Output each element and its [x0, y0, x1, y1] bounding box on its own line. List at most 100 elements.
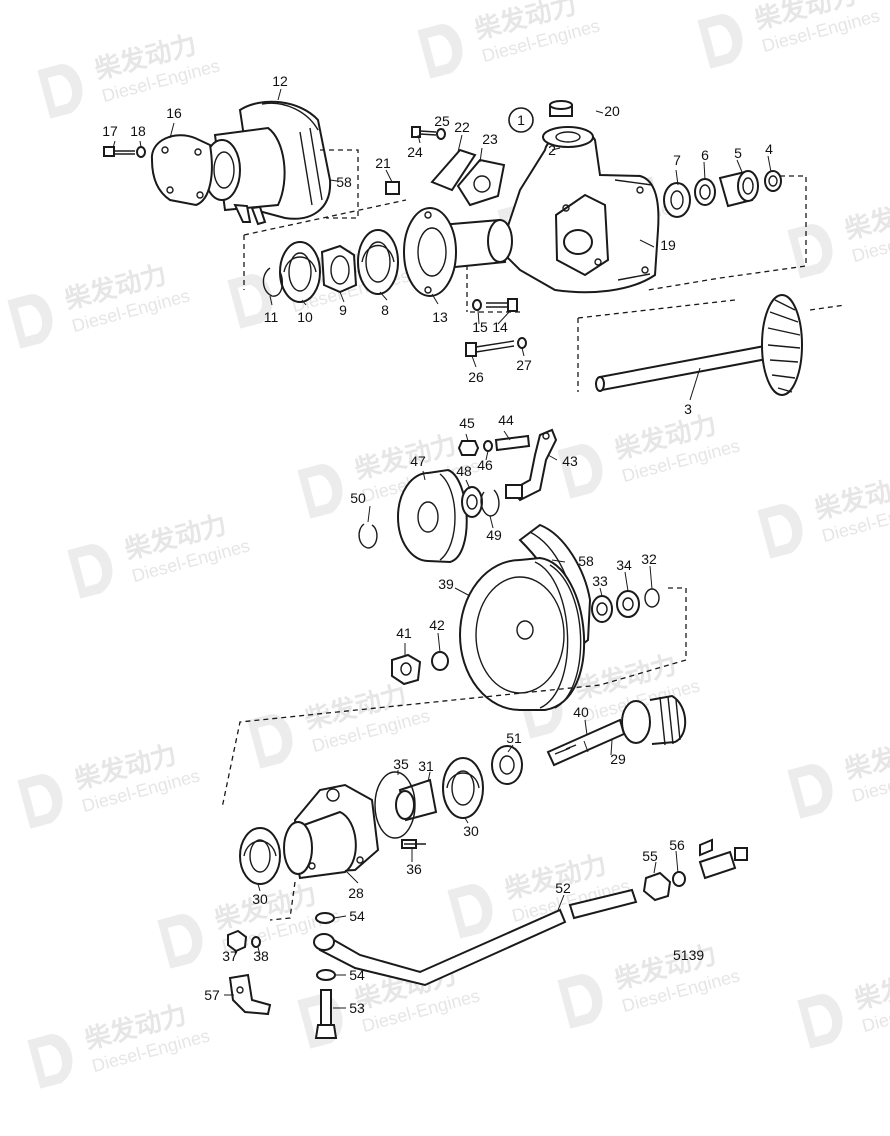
sleeve-part-31 [395, 778, 438, 822]
callout-54: 54 [349, 908, 365, 924]
bolt-part-17 [103, 146, 135, 157]
bearing-frame [243, 199, 407, 290]
watermark-logo-icon [447, 884, 493, 939]
seal-part-34 [616, 590, 640, 618]
shaft-hub-part-13 [403, 207, 513, 297]
bearing-part-8 [357, 229, 399, 295]
nut-part-37 [227, 929, 248, 953]
callout-34: 34 [616, 557, 632, 573]
bolt-part-24 [411, 126, 437, 138]
callout-52: 52 [555, 880, 571, 896]
o-ring-part-35 [374, 771, 416, 839]
callout-35: 35 [393, 756, 409, 772]
watermark-logo-icon [557, 444, 603, 499]
nut-part-45 [457, 440, 480, 456]
callout-20: 20 [604, 103, 620, 119]
callout-28: 28 [348, 885, 364, 901]
group-number: 1 [517, 112, 525, 128]
washer-part-54-lower [316, 969, 336, 981]
bearing-part-48 [461, 486, 483, 518]
callout-27: 27 [516, 357, 532, 373]
washer-part-54-upper [315, 912, 335, 924]
bolt-part-53 [314, 989, 338, 1039]
callout-58: 58 [578, 553, 594, 569]
watermark-logo-icon [297, 464, 343, 519]
callout-8: 8 [381, 302, 389, 318]
callout-31: 31 [418, 758, 434, 774]
drawing-number: 5139 [673, 947, 704, 963]
callout-36: 36 [406, 861, 422, 877]
watermark-logo-icon [787, 764, 833, 819]
watermark-logo-icon [157, 914, 203, 969]
callout-55: 55 [642, 848, 658, 864]
watermark-logo-icon [557, 974, 603, 1029]
callout-23: 23 [482, 131, 498, 147]
circlip-part-50 [358, 523, 378, 549]
watermark-logo-icon [227, 274, 273, 329]
pump-body-part-2 [498, 126, 660, 294]
pulley-housing-part-12 [203, 100, 332, 226]
callout-47: 47 [410, 453, 426, 469]
gasket-part-23 [456, 158, 506, 207]
callout-5: 5 [734, 145, 742, 161]
ring-part-4 [764, 170, 782, 192]
callout-38: 38 [253, 948, 269, 964]
circlip-part-11 [262, 267, 284, 297]
nut-part-41 [391, 653, 422, 686]
washer-part-27 [517, 337, 527, 349]
callout-43: 43 [562, 453, 578, 469]
o-ring-part-32 [644, 588, 660, 608]
seal-frame [647, 175, 807, 291]
callout-11: 11 [264, 309, 279, 325]
pulley-part-47 [397, 468, 468, 564]
callout-45: 45 [459, 415, 475, 431]
callout-46: 46 [477, 457, 493, 473]
callout-37: 37 [222, 948, 238, 964]
callout-22: 22 [454, 119, 470, 135]
watermark-logo-icon [37, 64, 83, 119]
callout-25: 25 [434, 113, 450, 129]
tensioner-assembly [358, 428, 558, 564]
plug-part-21 [385, 181, 400, 195]
callout-42: 42 [429, 617, 445, 633]
bracket-part-57 [228, 973, 272, 1016]
watermark-brand: 柴发动力 [851, 959, 890, 1016]
callout-19: 19 [660, 237, 676, 253]
axle-pin [505, 484, 523, 499]
watermark-logo-icon [697, 14, 743, 69]
callout-30: 30 [463, 823, 479, 839]
callout-50: 50 [350, 490, 366, 506]
ball-joint [698, 838, 748, 880]
drive-assembly [227, 694, 687, 953]
callout-29: 29 [610, 751, 626, 767]
callout-49: 49 [486, 527, 502, 543]
washer-part-15 [472, 299, 482, 311]
callout-26: 26 [468, 369, 484, 385]
pulley-part-39 [459, 556, 586, 711]
seal-part-5 [718, 170, 759, 208]
linkage-assembly [228, 838, 748, 1039]
callout-44: 44 [498, 412, 514, 428]
callout-10: 10 [297, 309, 313, 325]
bearing-part-30-lower [239, 827, 281, 885]
callout-30: 30 [252, 891, 268, 907]
washer-part-18 [136, 146, 146, 158]
watermark-logo-icon [797, 994, 843, 1049]
callout-39: 39 [438, 576, 454, 592]
seal-part-6 [694, 178, 716, 206]
watermark-logo-icon [417, 24, 463, 79]
washer-part-42 [431, 651, 449, 671]
callout-48: 48 [456, 463, 472, 479]
seal-part-33 [591, 595, 613, 623]
watermark-logo-icon [787, 224, 833, 279]
